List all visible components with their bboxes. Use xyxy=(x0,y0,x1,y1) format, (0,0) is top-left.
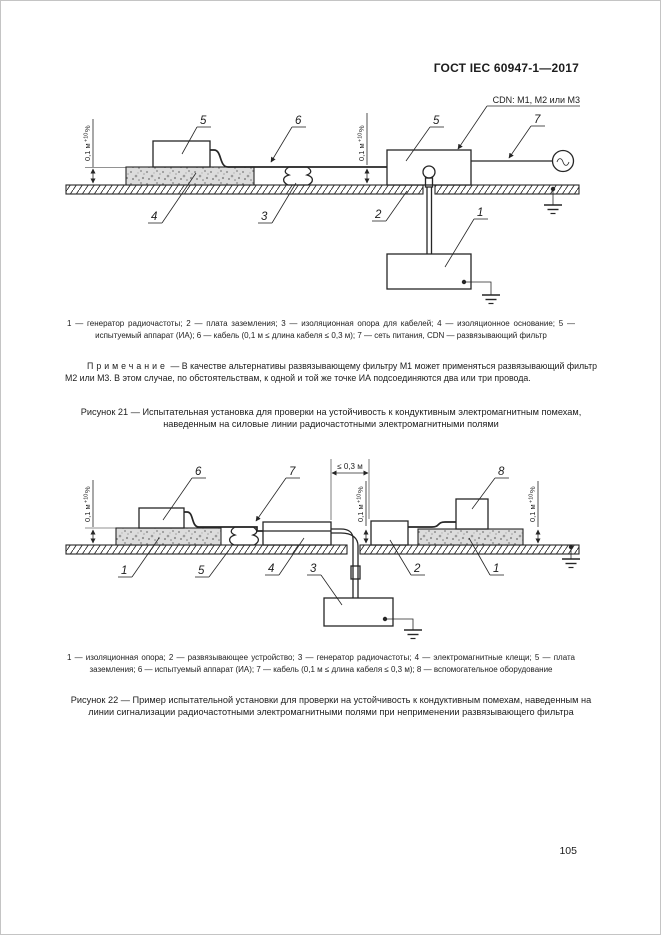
dim-03m-label: ≤ 0,3 м xyxy=(337,462,362,471)
callout-cable: 7 xyxy=(289,466,296,478)
svg-text:+10: +10 xyxy=(83,133,89,142)
callout-mains: 7 xyxy=(534,114,541,126)
callout-aux: 8 xyxy=(498,466,505,478)
insulating-support-right xyxy=(417,528,524,546)
svg-text:%: % xyxy=(357,125,366,132)
callout-support-left: 1 xyxy=(121,565,127,577)
aux-equipment-box xyxy=(455,498,489,530)
dimension-right: 0,1 м +10 % xyxy=(357,113,370,184)
callout-insulating-base: 4 xyxy=(151,211,157,223)
coax-cable xyxy=(331,528,361,598)
figure21-caption: Рисунок 21 — Испытательная установка для… xyxy=(80,407,582,429)
figure21-callouts: 5 6 4 3 2 5 CDN: M1, M2 или М3 7 xyxy=(148,95,580,268)
dimension-03m: ≤ 0,3 м xyxy=(330,459,370,520)
svg-text:%: % xyxy=(528,486,537,493)
svg-text:0,1 м: 0,1 м xyxy=(83,504,92,522)
svg-text:0,1 м: 0,1 м xyxy=(528,504,537,522)
svg-text:0,1 м: 0,1 м xyxy=(357,143,366,161)
earth-ground-icon xyxy=(482,294,500,305)
earth-ground-icon xyxy=(404,629,422,640)
insulating-support-left xyxy=(115,527,222,546)
callout-support-right: 1 xyxy=(493,563,499,575)
note-paragraph: Примечание — В качестве альтернативы раз… xyxy=(65,360,597,384)
eut-box xyxy=(138,507,185,529)
callout-ground-plate: 5 xyxy=(198,565,205,577)
page-number: 105 xyxy=(559,845,577,857)
dimension-left: 0,1 м +10 % xyxy=(83,480,116,544)
earth-ground-icon xyxy=(562,558,580,569)
svg-text:+10: +10 xyxy=(356,494,362,503)
dimension-middle: 0,1 м +10 % xyxy=(356,481,369,544)
sine-icon xyxy=(556,158,570,166)
svg-text:0,1 м: 0,1 м xyxy=(356,504,365,522)
svg-text:0,1 м: 0,1 м xyxy=(83,143,92,161)
figure21-legend: 1 — генератор радиочастоты; 2 — плата за… xyxy=(67,319,575,340)
svg-text:%: % xyxy=(83,486,92,493)
callout-cable: 6 xyxy=(295,115,302,127)
figure-22-diagram: 0,1 м +10 % xyxy=(65,459,580,640)
em-clamp xyxy=(262,521,332,546)
callout-generator: 1 xyxy=(477,207,483,219)
callout-eut: 5 xyxy=(200,115,207,127)
cable xyxy=(184,511,263,532)
callout-generator: 3 xyxy=(310,563,317,575)
figure22-legend: 1 — изоляционная опора; 2 — развязывающе… xyxy=(67,653,575,674)
dimension-right: 0,1 м +10 % xyxy=(528,481,541,544)
rf-generator-box xyxy=(386,253,500,305)
earth-ground-icon xyxy=(544,204,562,215)
svg-text:+10: +10 xyxy=(83,494,89,503)
figure22-callouts: 6 7 8 1 5 4 3 2 1 xyxy=(118,466,509,606)
callout-ground-plate: 2 xyxy=(374,209,382,221)
callout-eut: 6 xyxy=(195,466,202,478)
svg-text:%: % xyxy=(83,125,92,132)
cdn-box xyxy=(386,149,472,254)
cable-support-spool xyxy=(228,526,260,546)
cable-support-spool xyxy=(282,166,314,186)
document-header: ГОСТ IEC 60947-1—2017 xyxy=(433,61,579,75)
dimension-left: 0,1 м +10 % xyxy=(83,119,126,184)
svg-text:%: % xyxy=(356,486,365,493)
eut-box xyxy=(152,140,211,168)
plate-earth xyxy=(562,544,580,569)
cable xyxy=(210,149,387,168)
note-text: — В качестве альтернативы развязывающему… xyxy=(65,361,597,383)
callout-cable-support: 3 xyxy=(261,211,268,223)
aux-cable xyxy=(408,521,456,528)
ground-plate xyxy=(65,184,580,195)
note-label: Примечание xyxy=(87,361,168,371)
callout-cdn-box: 5 xyxy=(433,115,440,127)
cdn-label: CDN: M1, M2 или М3 xyxy=(493,95,580,105)
ground-plate xyxy=(65,544,580,555)
decoupling-device-box xyxy=(370,520,409,546)
callout-decoupler: 2 xyxy=(413,563,421,575)
figure22-caption: Рисунок 22 — Пример испытательной устано… xyxy=(70,695,592,717)
callout-clamp: 4 xyxy=(268,563,274,575)
figure-21-diagram: 0,1 м +10 % 0,1 м +10 % xyxy=(65,95,580,305)
rf-generator-box xyxy=(323,597,422,640)
plate-earth xyxy=(544,186,562,215)
svg-text:+10: +10 xyxy=(357,133,363,142)
mains-source xyxy=(471,149,575,173)
svg-text:+10: +10 xyxy=(528,494,534,503)
